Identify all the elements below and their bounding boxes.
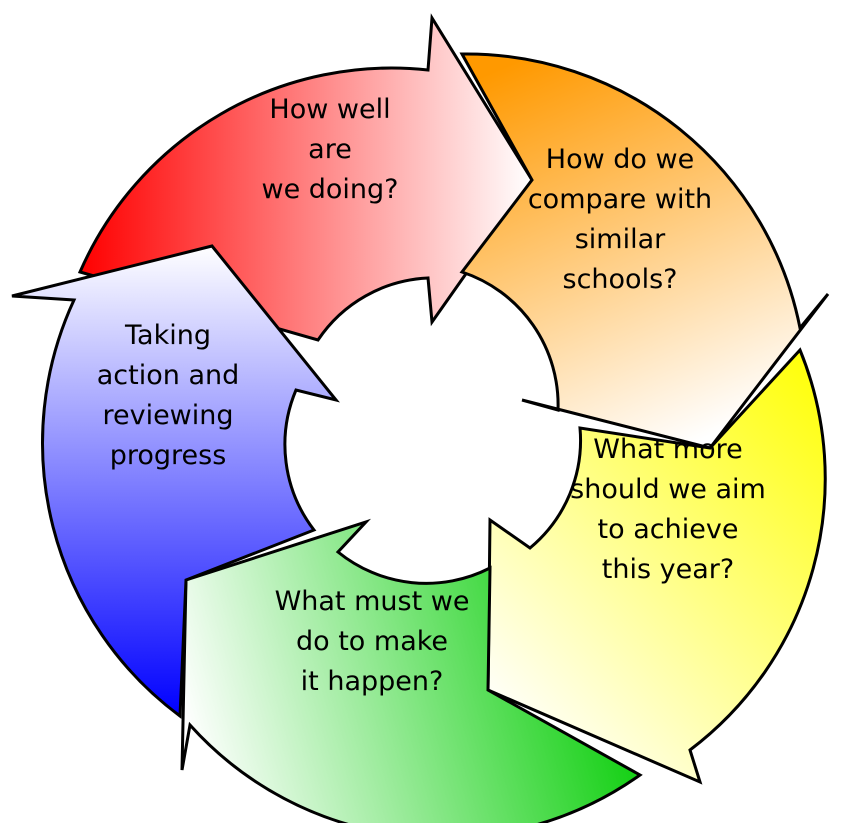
cycle-label-line: similar <box>575 224 666 255</box>
cycle-arrow-step-2 <box>459 52 830 450</box>
labels-layer: How well are we doing? How do we compare wit… <box>97 94 766 697</box>
cycle-label-line: progress <box>110 440 227 471</box>
cycle-arrow-step-3 <box>486 347 827 785</box>
arrows-layer <box>11 13 830 823</box>
cycle-label-line: reviewing <box>102 400 233 431</box>
cycle-label-step-2: How do we compare with similar schools? <box>528 144 712 295</box>
cycle-label-line: Taking <box>124 320 211 351</box>
cycle-label-line: it happen? <box>301 666 444 697</box>
cycle-label-line: should we aim <box>570 474 766 505</box>
cycle-label-line: What must we <box>275 586 470 617</box>
cycle-label-line: we doing? <box>261 174 398 205</box>
cycle-label-line: How do we <box>546 144 694 175</box>
cycle-label-step-4: What must we do to make it happen? <box>275 586 470 697</box>
cycle-label-line: to achieve <box>598 514 739 545</box>
cycle-label-line: do to make <box>296 626 448 657</box>
cycle-label-line: this year? <box>602 554 734 585</box>
cycle-arrow-step-4 <box>180 518 643 823</box>
cycle-arrow-step-5 <box>11 244 340 719</box>
cycle-label-line: schools? <box>563 264 678 295</box>
cycle-label-line: are <box>308 134 352 165</box>
cycle-label-step-3: What more should we aim to achieve this yea… <box>570 434 766 585</box>
cycle-label-step-5: Taking action and reviewing progress <box>97 320 240 471</box>
cycle-label-step-1: How well are we doing? <box>261 94 398 205</box>
cycle-label-line: action and <box>97 360 240 391</box>
cycle-label-line: How well <box>269 94 390 125</box>
cycle-label-line: What more <box>593 434 742 465</box>
cycle-label-line: compare with <box>528 184 712 215</box>
